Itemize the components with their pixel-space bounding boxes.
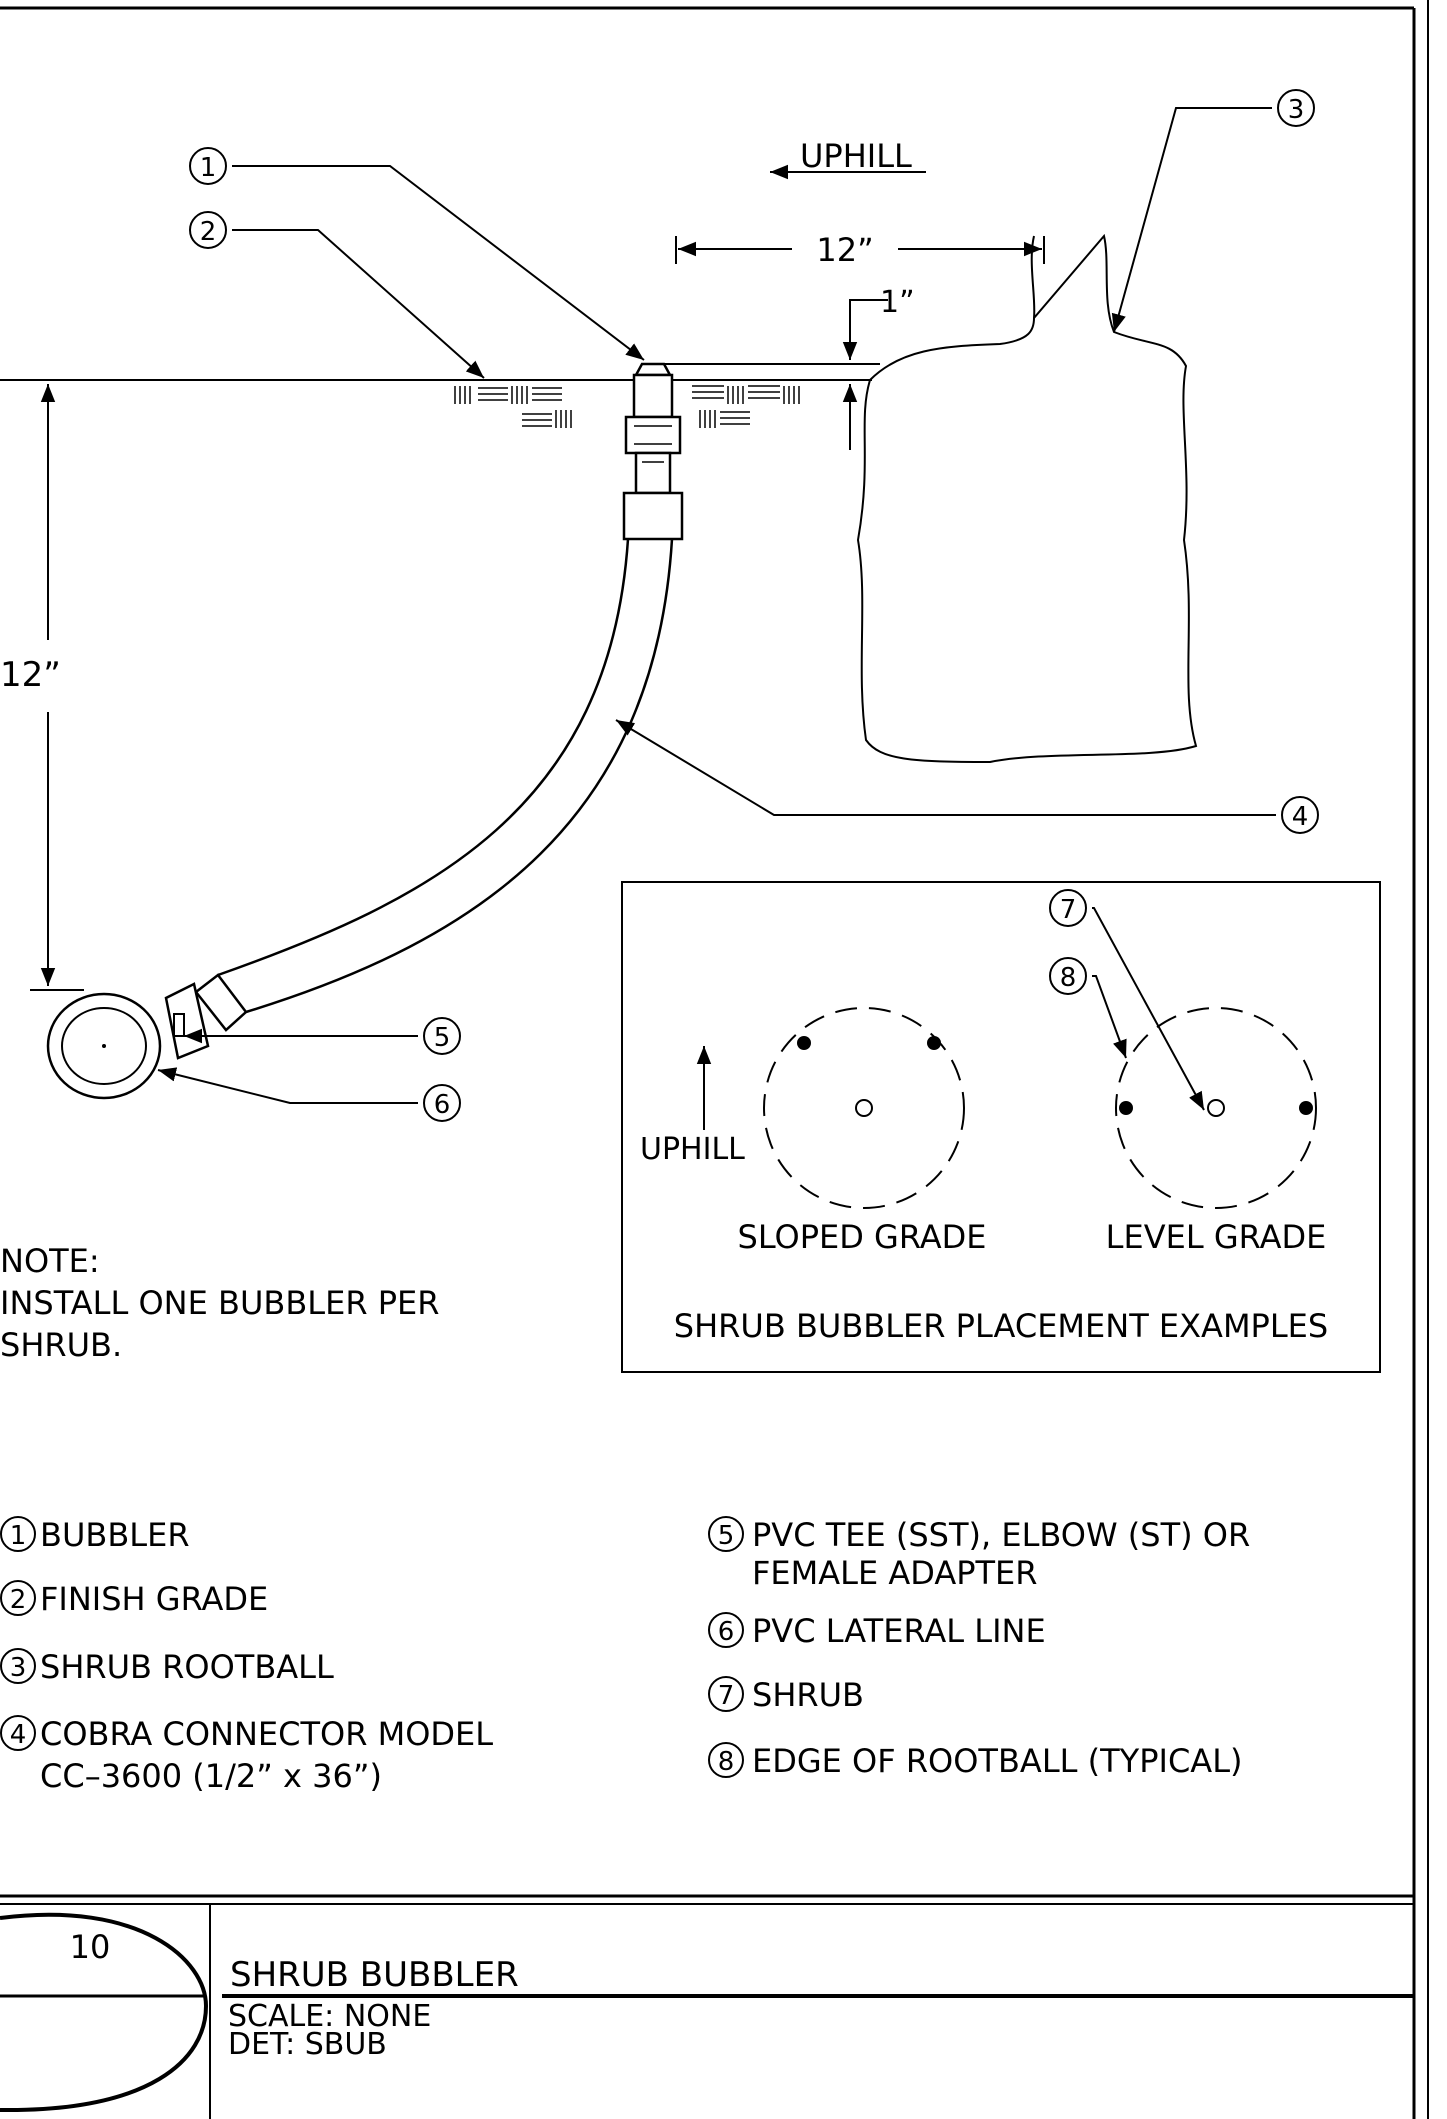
svg-text:CC–3600 (1/2” x 36”): CC–3600 (1/2” x 36”) <box>40 1757 382 1795</box>
legend-item-7: 7 SHRUB <box>708 1676 864 1714</box>
detail-number: 10 <box>70 1928 111 1966</box>
svg-text:EDGE OF ROOTBALL (TYPICAL): EDGE OF ROOTBALL (TYPICAL) <box>752 1742 1243 1780</box>
svg-text:4: 4 <box>1292 802 1309 832</box>
dimension-cover: 1” <box>842 285 915 450</box>
svg-text:3: 3 <box>10 1653 27 1683</box>
svg-text:1: 1 <box>200 153 217 183</box>
leader-lines <box>157 107 1276 1111</box>
uphill-indicator-top: UPHILL <box>770 137 926 180</box>
svg-text:FINISH GRADE: FINISH GRADE <box>40 1580 268 1618</box>
detail-title: SHRUB BUBBLER <box>230 1955 519 1995</box>
title-block: 10 SHRUB BUBBLER SCALE: NONE DET: SBUB <box>0 1894 1414 2119</box>
callout-7: 7 <box>1049 889 1087 927</box>
legend-item-6: 6 PVC LATERAL LINE <box>708 1612 1046 1650</box>
svg-text:2: 2 <box>200 217 217 247</box>
detail-det: DET: SBUB <box>228 2027 387 2062</box>
callout-4: 4 <box>1281 796 1319 834</box>
cobra-connector <box>164 538 674 1060</box>
level-shrub <box>1207 1099 1225 1117</box>
callout-8: 8 <box>1049 957 1087 995</box>
legend-item-8: 8 EDGE OF ROOTBALL (TYPICAL) <box>708 1742 1243 1780</box>
callout-3: 3 <box>1277 89 1315 127</box>
callout-6: 6 <box>423 1084 461 1122</box>
legend-item-3: 3 SHRUB ROOTBALL <box>0 1648 334 1686</box>
detail-scale: SCALE: NONE <box>228 1999 431 2034</box>
dimension-depth-label: 12” <box>0 655 61 695</box>
sloped-shrub <box>855 1099 873 1117</box>
finish-grade-line <box>0 363 880 381</box>
uphill-label-top: UPHILL <box>800 137 912 175</box>
inset-uphill-label: UPHILL <box>640 1132 745 1167</box>
svg-text:8: 8 <box>1060 963 1077 993</box>
svg-text:8: 8 <box>718 1747 735 1777</box>
svg-text:6: 6 <box>434 1090 451 1120</box>
legend-item-1: 1 BUBBLER <box>0 1516 190 1554</box>
svg-text:FEMALE ADAPTER: FEMALE ADAPTER <box>752 1554 1038 1592</box>
svg-text:1: 1 <box>10 1521 27 1551</box>
level-grade-label: LEVEL GRADE <box>1106 1218 1327 1256</box>
bubbler <box>622 362 684 541</box>
dimension-width: 12” <box>675 231 1045 269</box>
callout-1: 1 <box>189 147 227 185</box>
sloped-grade-label: SLOPED GRADE <box>738 1218 987 1256</box>
sloped-bubbler-left <box>797 1036 811 1050</box>
level-bubbler-right <box>1299 1101 1313 1115</box>
level-rootball-edge <box>1115 1007 1317 1209</box>
level-bubbler-left <box>1119 1101 1133 1115</box>
note-heading: NOTE: <box>0 1242 100 1280</box>
callout-2: 2 <box>189 211 227 249</box>
inset-title: SHRUB BUBBLER PLACEMENT EXAMPLES <box>674 1307 1328 1345</box>
dimension-width-label: 12” <box>816 231 873 269</box>
svg-text:3: 3 <box>1288 95 1305 125</box>
svg-text:PVC TEE (SST), ELBOW (ST) OR: PVC TEE (SST), ELBOW (ST) OR <box>752 1516 1250 1554</box>
svg-text:SHRUB ROOTBALL: SHRUB ROOTBALL <box>40 1648 334 1686</box>
sloped-bubbler-right <box>927 1036 941 1050</box>
legend-item-2: 2 FINISH GRADE <box>0 1580 268 1618</box>
note-line-2: SHRUB. <box>0 1326 122 1364</box>
svg-text:5: 5 <box>718 1521 735 1551</box>
detail-circle <box>0 1912 209 2113</box>
legend-item-5: 5 PVC TEE (SST), ELBOW (ST) OR FEMALE AD… <box>708 1516 1250 1592</box>
svg-text:SHRUB: SHRUB <box>752 1676 864 1714</box>
legend-item-4: 4 COBRA CONNECTOR MODEL CC–3600 (1/2” x … <box>0 1715 493 1795</box>
placement-examples-inset: UPHILL SLOPED GRADE LEVEL GRADE SHRUB BU… <box>621 881 1381 1373</box>
svg-text:4: 4 <box>10 1720 27 1750</box>
svg-text:PVC LATERAL LINE: PVC LATERAL LINE <box>752 1612 1046 1650</box>
callout-5: 5 <box>423 1017 461 1055</box>
legend: 1 BUBBLER 2 FINISH GRADE 3 SHRUB ROOTBAL… <box>0 1516 1250 1795</box>
soil-hatch <box>454 385 800 428</box>
note-line-1: INSTALL ONE BUBBLER PER <box>0 1284 439 1322</box>
svg-text:BUBBLER: BUBBLER <box>40 1516 190 1554</box>
sloped-rootball-edge <box>763 1007 965 1209</box>
svg-text:2: 2 <box>10 1585 27 1615</box>
note: NOTE: INSTALL ONE BUBBLER PER SHRUB. <box>0 1242 439 1364</box>
svg-text:5: 5 <box>434 1023 451 1053</box>
dimension-depth: 12” <box>0 384 84 991</box>
svg-text:COBRA CONNECTOR MODEL: COBRA CONNECTOR MODEL <box>40 1715 493 1753</box>
pvc-lateral-line <box>46 992 162 1100</box>
svg-text:6: 6 <box>718 1617 735 1647</box>
svg-text:7: 7 <box>1060 895 1077 925</box>
svg-text:7: 7 <box>718 1681 735 1711</box>
dimension-cover-label: 1” <box>880 285 915 320</box>
